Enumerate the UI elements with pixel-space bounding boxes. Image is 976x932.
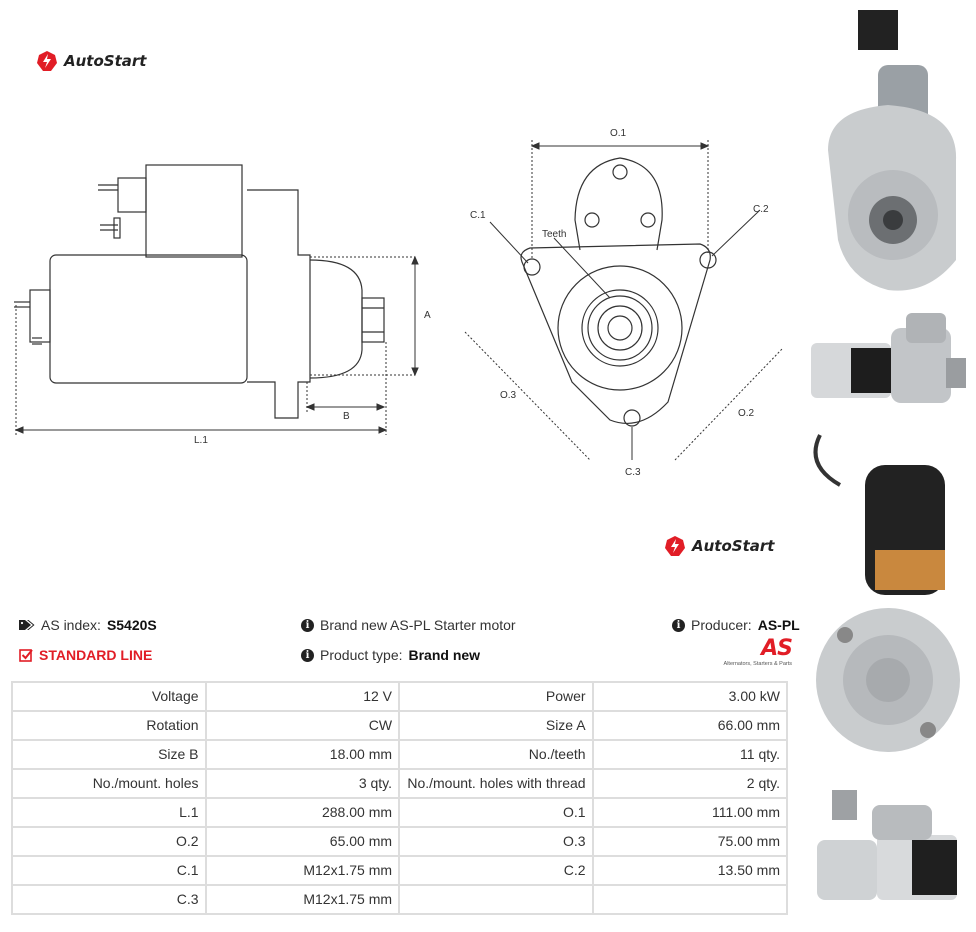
- spec-value: M12x1.75 mm: [204, 855, 401, 886]
- side-view-drawing: A B L.1: [14, 164, 431, 446]
- spec-value: 18.00 mm: [204, 739, 401, 770]
- spec-value: 3 qty.: [204, 768, 401, 799]
- product-type-label: Product type:: [320, 647, 403, 663]
- autostart-logo-icon: [37, 51, 57, 71]
- label-l1: L.1: [194, 435, 208, 446]
- product-photo-side: [811, 313, 966, 403]
- spec-key: O.2: [11, 826, 207, 857]
- producer-value: AS-PL: [757, 617, 800, 633]
- label-o1: O.1: [610, 128, 627, 139]
- label-a: A: [424, 310, 431, 321]
- spec-value: 111.00 mm: [591, 797, 789, 828]
- spec-key: L.1: [11, 797, 207, 828]
- spec-value: 12 V: [204, 681, 401, 712]
- spec-value: M12x1.75 mm: [204, 884, 401, 915]
- info-icon: i: [301, 618, 314, 632]
- spec-value: 75.00 mm: [591, 826, 789, 857]
- spec-key: C.3: [11, 884, 207, 915]
- spec-key: Power: [398, 681, 594, 712]
- label-c1: C.1: [470, 210, 486, 221]
- spec-value: 3.00 kW: [591, 681, 789, 712]
- label-c2: C.2: [753, 204, 769, 215]
- spec-key: No./teeth: [398, 739, 594, 770]
- label-o3: O.3: [500, 390, 517, 401]
- tags-icon: [19, 620, 35, 630]
- standard-line-label: STANDARD LINE: [39, 647, 153, 663]
- producer-label: Producer:: [691, 617, 752, 633]
- as-pl-logo: AS Alternators, Starters & Parts: [702, 636, 793, 668]
- spec-key: C.2: [398, 855, 594, 886]
- spec-value: 65.00 mm: [204, 826, 401, 857]
- spec-value: 11 qty.: [591, 739, 789, 770]
- spec-value: CW: [204, 710, 401, 741]
- logo-text: AutoStart: [692, 537, 775, 555]
- checkbox-icon: [19, 649, 33, 662]
- spec-key: Size A: [398, 710, 594, 741]
- spec-key: C.1: [11, 855, 207, 886]
- product-photo-rear: [813, 434, 960, 752]
- spec-key: O.3: [398, 826, 594, 857]
- spec-key: [398, 884, 594, 915]
- product-description: i Brand new AS-PL Starter motor: [301, 617, 516, 633]
- label-b: B: [343, 411, 350, 422]
- autostart-logo: AutoStart: [36, 50, 146, 72]
- front-view-drawing: O.1 C.1 C.2 Teeth O.3 O.2 C.3: [464, 128, 784, 478]
- spec-key: Rotation: [11, 710, 207, 741]
- spec-value: 2 qty.: [591, 768, 789, 799]
- autostart-logo-icon: [665, 536, 685, 556]
- spec-value: 13.50 mm: [591, 855, 789, 886]
- as-index-label: AS index:: [41, 617, 101, 633]
- label-o2: O.2: [738, 408, 755, 419]
- producer: i Producer: AS-PL: [672, 617, 800, 633]
- product-photo-side-2: [817, 790, 957, 900]
- label-c3: C.3: [625, 467, 641, 478]
- as-pl-tagline: Alternators, Starters & Parts: [723, 661, 792, 667]
- spec-key: O.1: [398, 797, 594, 828]
- spec-value: [591, 884, 789, 915]
- product-type: i Product type: Brand new: [301, 647, 480, 663]
- spec-value: 288.00 mm: [204, 797, 401, 828]
- spec-key: No./mount. holes with thread: [398, 768, 594, 799]
- label-teeth: Teeth: [542, 229, 566, 240]
- product-photo-front: [828, 10, 957, 291]
- as-index-value: S5420S: [106, 617, 157, 633]
- autostart-logo-secondary: AutoStart: [664, 535, 774, 557]
- info-icon: i: [672, 618, 685, 632]
- info-icon: i: [301, 648, 314, 662]
- logo-text: AutoStart: [64, 52, 147, 70]
- description-text: Brand new AS-PL Starter motor: [320, 617, 516, 633]
- spec-key: Voltage: [11, 681, 207, 712]
- product-type-value: Brand new: [408, 647, 481, 663]
- standard-line: STANDARD LINE: [19, 647, 152, 663]
- spec-value: 66.00 mm: [591, 710, 789, 741]
- as-pl-logo-mark: AS: [761, 636, 793, 661]
- spec-key: Size B: [11, 739, 207, 770]
- spec-key: No./mount. holes: [11, 768, 207, 799]
- as-index: AS index: S5420S: [19, 617, 157, 633]
